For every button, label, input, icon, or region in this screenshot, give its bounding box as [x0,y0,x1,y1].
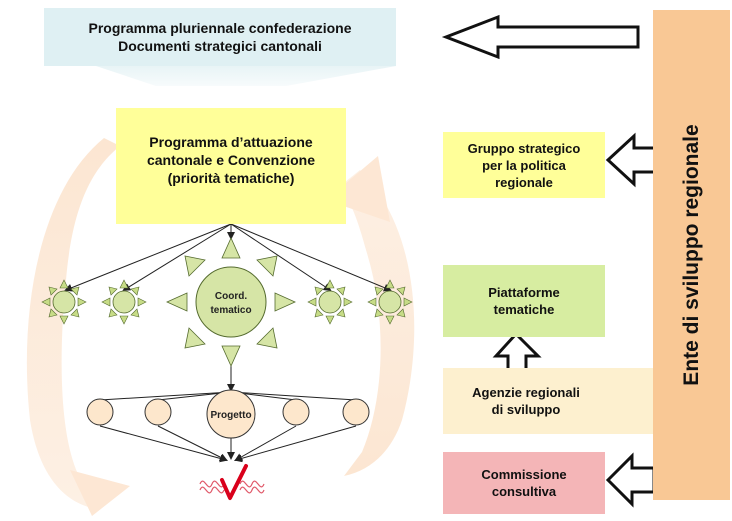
sun-icon [101,279,147,325]
progetto-label: Progetto [210,410,251,421]
commissione-box: Commissione consultiva [443,452,605,514]
gruppo-strategico-box: Gruppo strategico per la politica region… [443,132,605,198]
project-circle [86,398,114,426]
coord-label-1: Coord. [215,291,247,302]
connectors-bottom [99,391,357,463]
cycle-arrow-left [26,138,120,508]
sun-icon [307,279,353,325]
project-circle [282,398,310,426]
sun-icon [41,279,87,325]
central-sun-icon [166,237,296,367]
ente-label: Ente di sviluppo regionale [679,124,703,386]
ente-sviluppo-box: Ente di sviluppo regionale [653,10,730,500]
arrow-left-icon [605,452,656,508]
sun-icon [367,279,413,325]
wave-icon [199,480,265,494]
program-box: Programma d’attuazione cantonale e Conve… [116,108,346,224]
top-banner: Programma pluriennale confederazione Doc… [44,8,396,66]
project-circle [342,398,370,426]
connectors-top [64,223,392,392]
funnel-arrow [96,66,396,86]
check-icon [220,464,248,500]
cycle-arrow-right [340,170,415,476]
progetto-circle [206,389,256,439]
cycle-arrow-left-head [70,470,130,516]
project-circle [144,398,172,426]
piattaforme-box: Piattaforme tematiche [443,265,605,337]
arrow-left-icon [441,14,640,60]
agenzie-box: Agenzie regionali di sviluppo [443,368,653,434]
coord-label-2: tematico [210,305,251,316]
